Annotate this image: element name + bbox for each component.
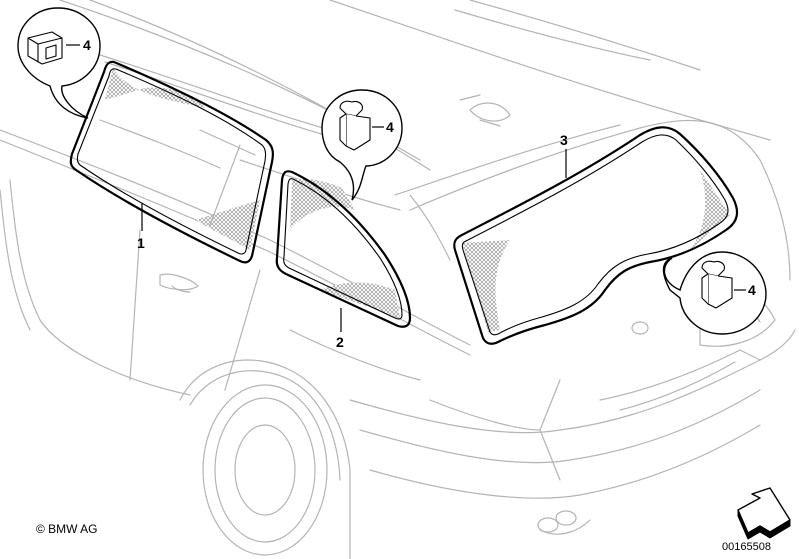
part-label-2: 2 xyxy=(336,334,344,350)
copyright-text: © BMW AG xyxy=(36,522,98,536)
detail-callout-clip-middle: 4 xyxy=(321,89,403,201)
part-label-3: 3 xyxy=(560,132,568,148)
leader-lines xyxy=(141,149,567,332)
detail-label-middle: 4 xyxy=(386,119,394,135)
document-number: 00165508 xyxy=(722,541,771,553)
detail-label-right: 4 xyxy=(748,282,756,298)
detail-callout-clip-top-left: 4 xyxy=(17,7,101,119)
clip-icon xyxy=(339,100,371,151)
window-seal-3 xyxy=(453,126,739,345)
part-label-1: 1 xyxy=(137,235,145,251)
clip-icon xyxy=(701,260,733,309)
window-seal-2 xyxy=(275,170,412,328)
clip-icon xyxy=(27,31,63,65)
detail-callout-clip-right: 4 xyxy=(662,251,767,335)
detail-label-top-left: 4 xyxy=(83,37,91,53)
arrow-icon[interactable] xyxy=(737,487,791,540)
window-seal-1 xyxy=(69,60,274,264)
